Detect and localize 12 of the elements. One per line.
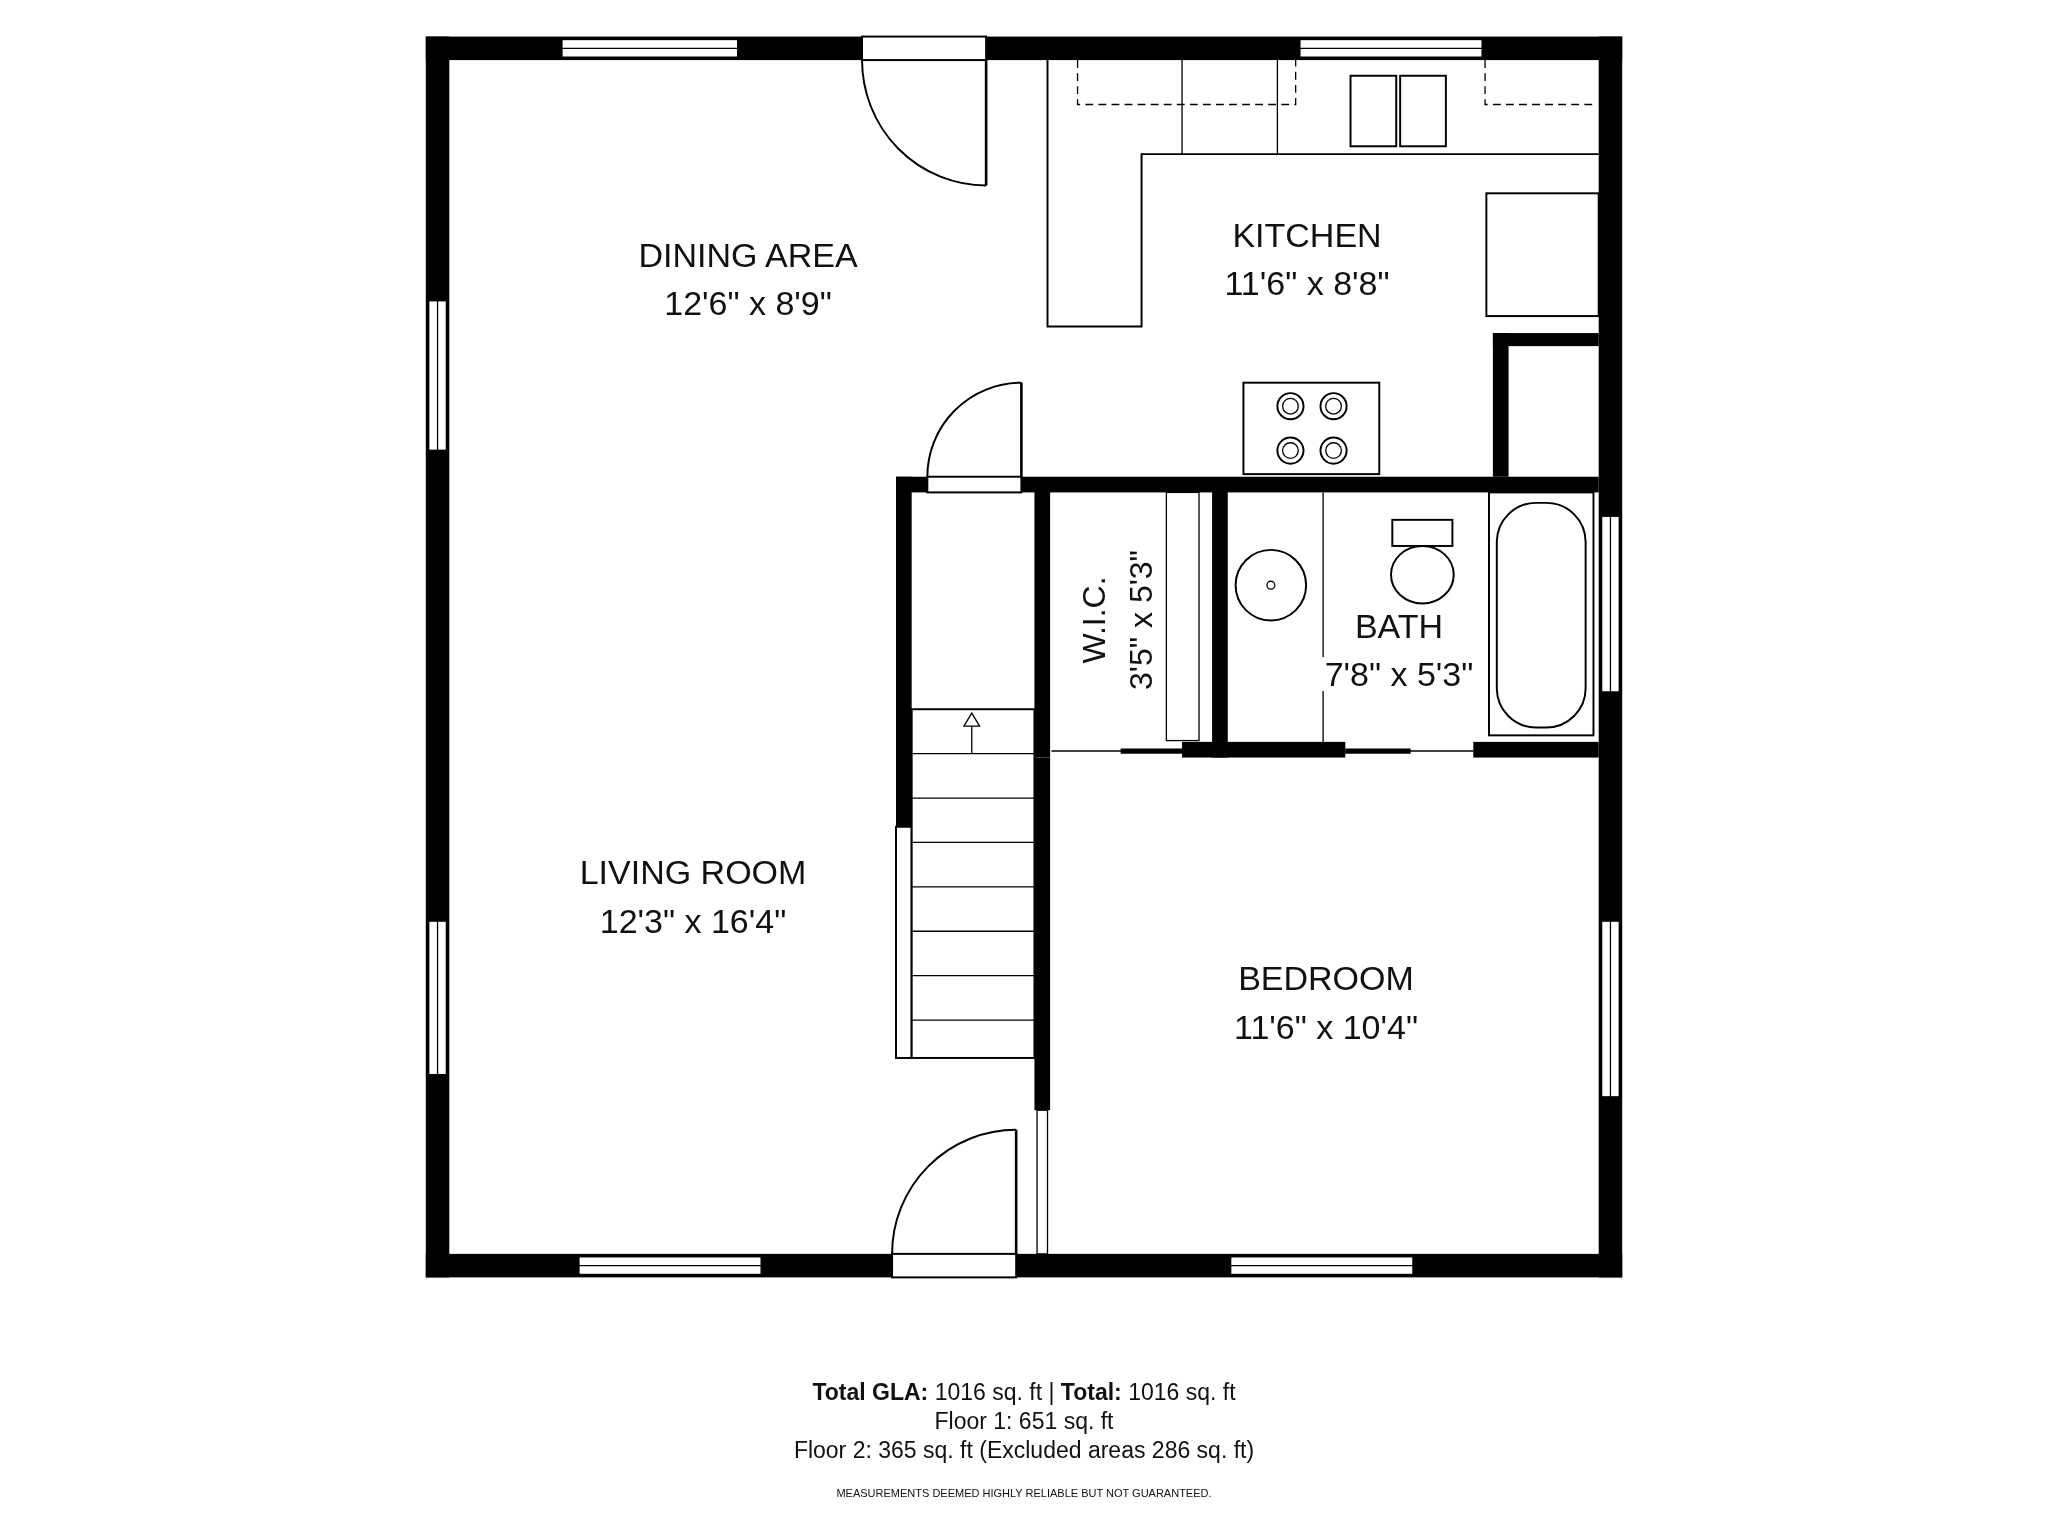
area-summary: Floor 1: 651 sq. ft bbox=[934, 1409, 1114, 1433]
room-name: DINING AREA bbox=[638, 238, 858, 272]
room-dimensions: 11'6" x 8'8" bbox=[1224, 266, 1390, 300]
room-dimensions: 12'6" x 8'9" bbox=[664, 286, 832, 320]
area-summary: Total GLA: 1016 sq. ft | Total: 1016 sq. ft bbox=[812, 1380, 1236, 1404]
disclaimer-note: MEASUREMENTS DEEMED HIGHLY RELIABLE BUT NOT GUARANTEED. bbox=[836, 1487, 1212, 1499]
room-name: KITCHEN bbox=[1232, 218, 1382, 252]
room-name: LIVING ROOM bbox=[579, 855, 807, 889]
room-name: BEDROOM bbox=[1238, 961, 1414, 995]
room-dimensions: 11'6" x 10'4" bbox=[1234, 1010, 1418, 1044]
area-summary: Floor 2: 365 sq. ft (Excluded areas 286 sq. ft) bbox=[793, 1438, 1255, 1462]
room-dimensions: 12'3" x 16'4" bbox=[599, 904, 787, 938]
